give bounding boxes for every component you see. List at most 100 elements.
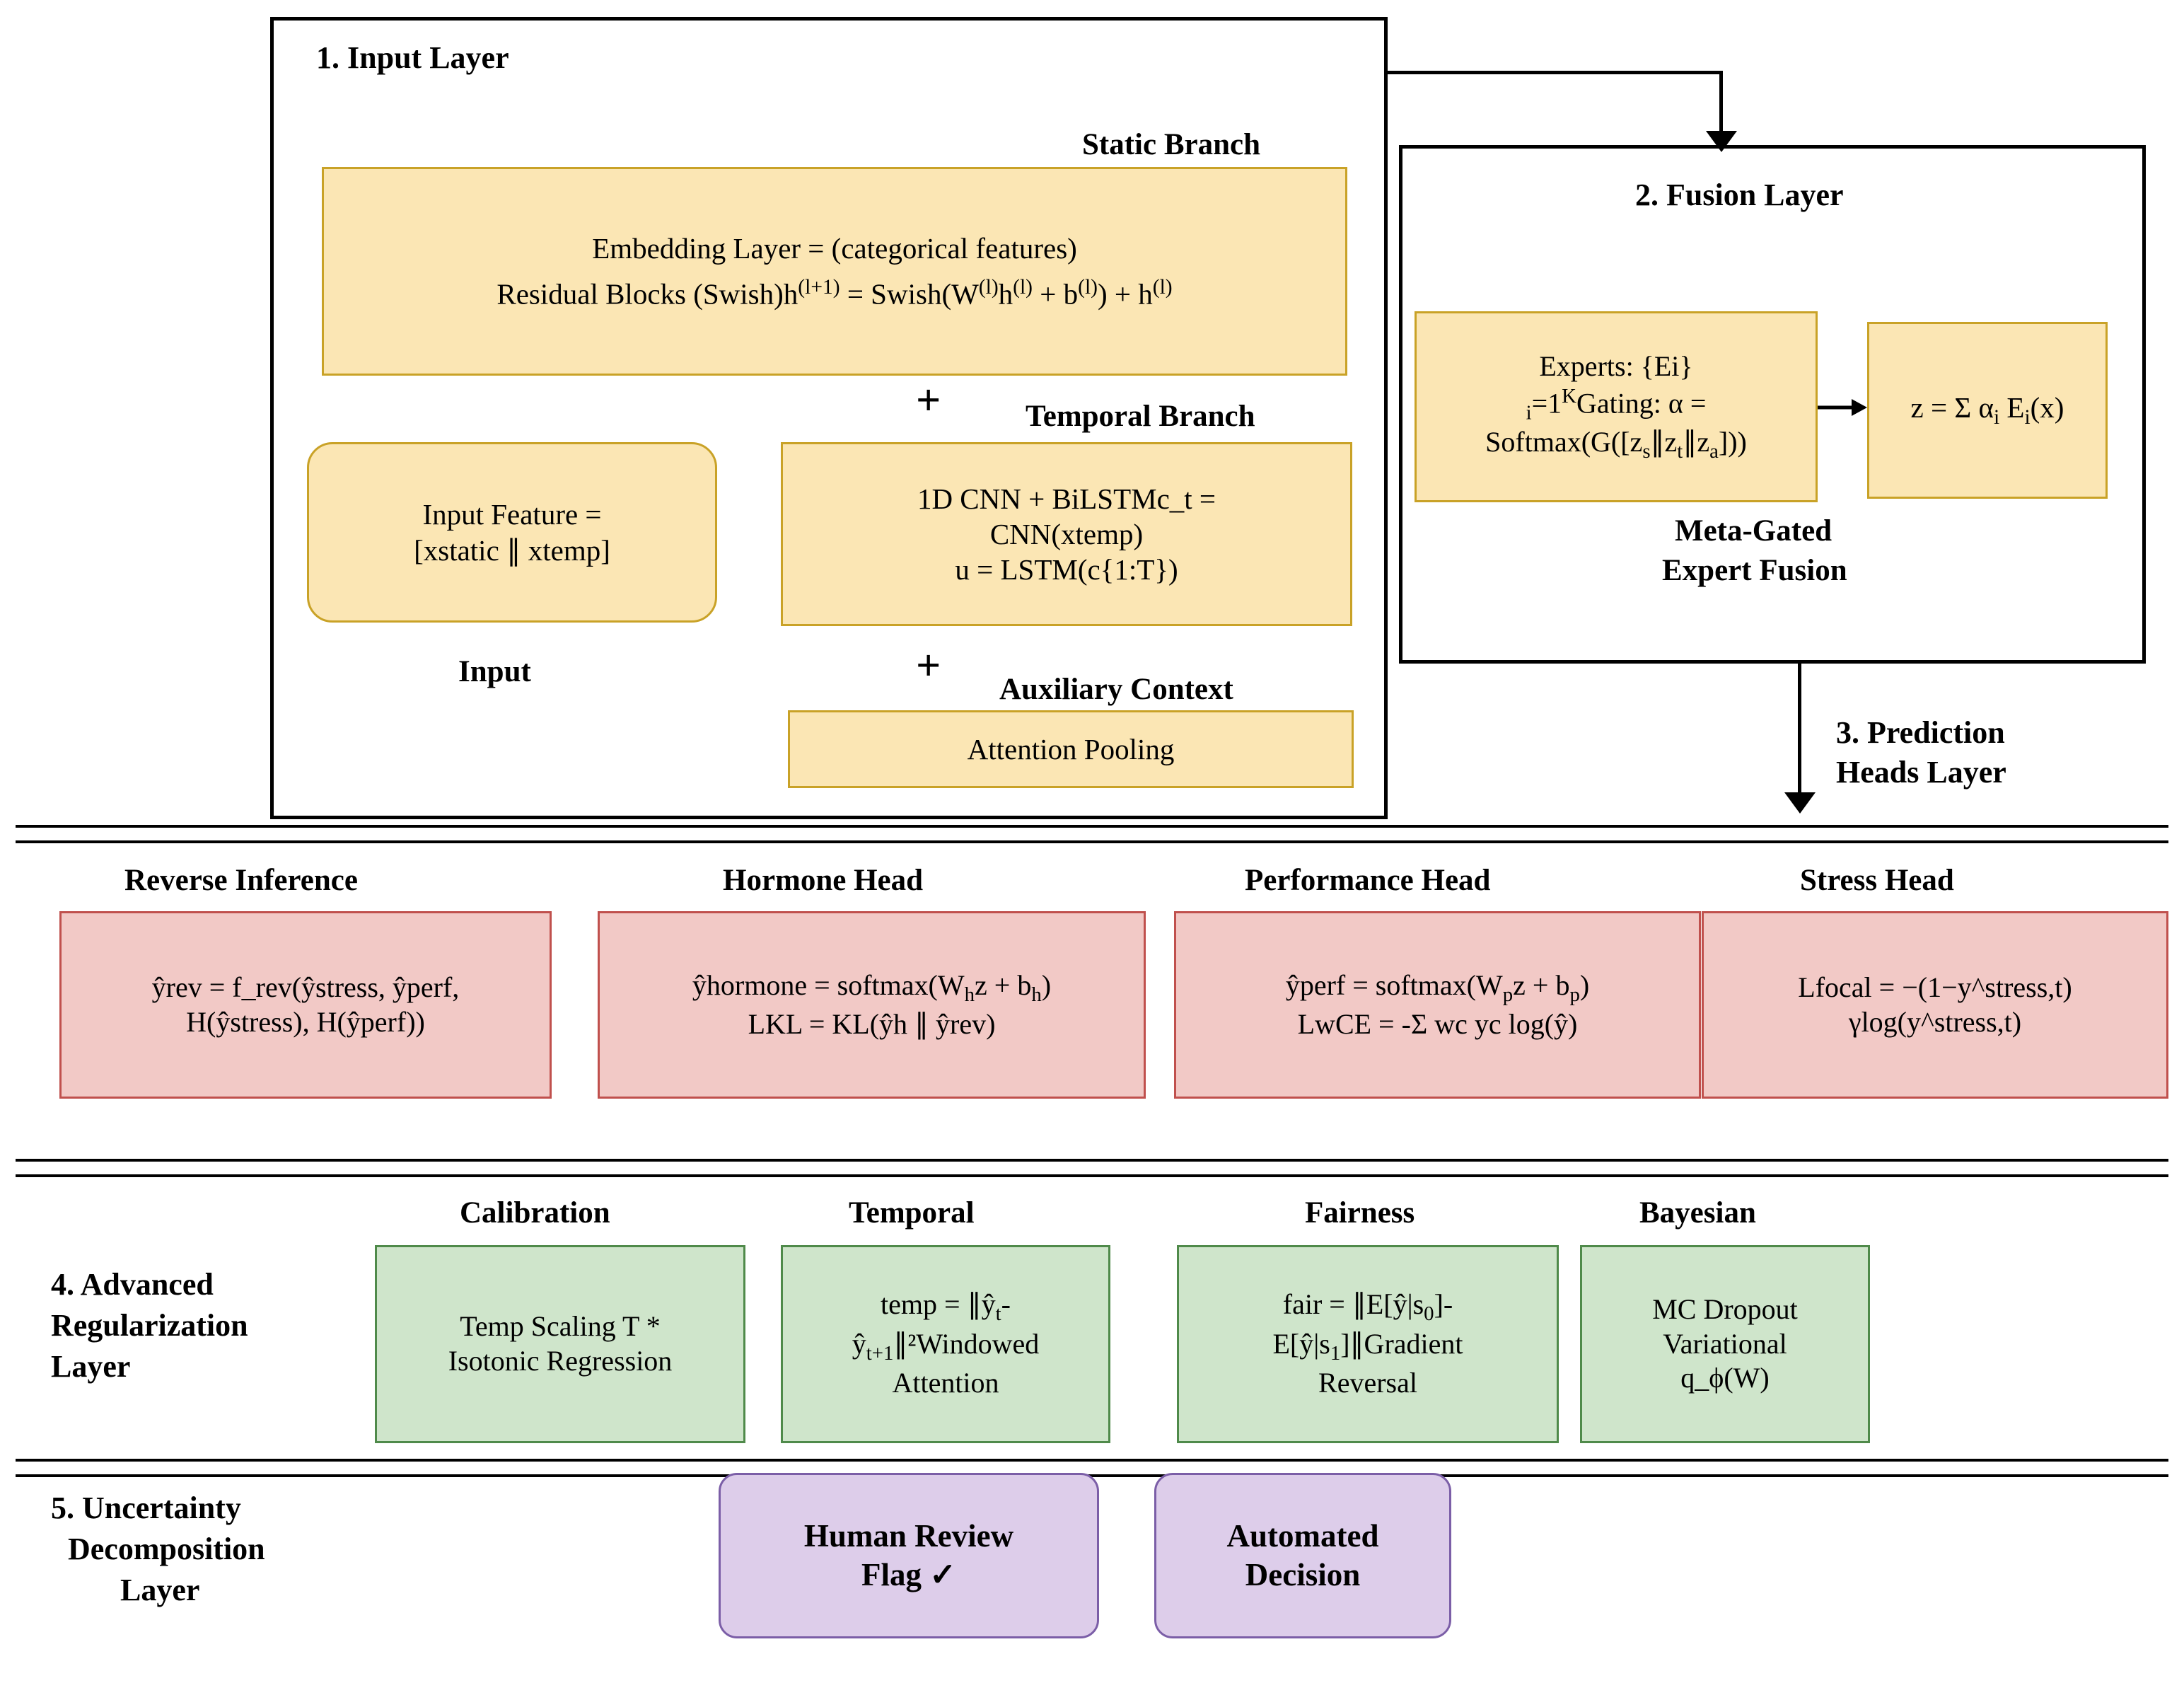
- temporal-reg-line2: ŷt+1∥²Windowed: [852, 1327, 1040, 1366]
- performance-line1-b: z + b: [1513, 968, 1570, 1001]
- experts-line3-sub3: a: [1709, 440, 1719, 463]
- auxiliary-context-label: Auxiliary Context: [999, 673, 1233, 706]
- reg-label-calibration: Calibration: [460, 1196, 610, 1230]
- stress-line2: γlog(y^stress,t): [1848, 1005, 2022, 1038]
- experts-line2-sub: i: [1526, 400, 1532, 424]
- experts-line2-a: =1: [1531, 386, 1562, 419]
- static-branch-line1: Embedding Layer = (categorical features): [592, 232, 1077, 265]
- human-review-line1: Human Review: [803, 1518, 1014, 1554]
- temporal-reg-line1-b: -: [1001, 1288, 1011, 1321]
- static-line2-sup2: (l): [978, 276, 999, 299]
- uncertainty-title-line3: Layer: [120, 1573, 200, 1607]
- experts-line3-d: ])): [1718, 426, 1747, 458]
- automated-decision-line1: Automated: [1226, 1518, 1379, 1554]
- divider-heads-top-1: [16, 825, 2168, 828]
- experts-gating-box: Experts: {Ei} i=1KGating: α = Softmax(G(…: [1415, 311, 1818, 502]
- temporal-reg-line1-sub: t: [995, 1302, 1001, 1326]
- hormone-line2: LKL = KL(ŷh ∥ ŷrev): [748, 1007, 996, 1040]
- fairness-line1-a: fair = ∥E[ŷ|s: [1282, 1288, 1424, 1321]
- automated-decision-line2: Decision: [1245, 1557, 1361, 1592]
- fusion-layer-title: 2. Fusion Layer: [1635, 178, 1844, 212]
- fairness-line3: Reversal: [1318, 1366, 1417, 1399]
- divider-reg-top-1: [16, 1159, 2168, 1162]
- prediction-heads-title-line2: Heads Layer: [1836, 755, 2006, 790]
- z-box-sub: i: [1993, 406, 2000, 429]
- input-layer-container: [270, 17, 1388, 819]
- regularization-title-line3: Layer: [51, 1349, 131, 1384]
- fairness-line2-sub: 1: [1330, 1341, 1341, 1365]
- fairness-line1-b: ]-: [1434, 1288, 1453, 1321]
- input-feature-box: Input Feature = [xstatic ∥ xtemp]: [307, 442, 717, 623]
- static-branch-label: Static Branch: [1082, 128, 1261, 161]
- experts-line3-sub2: t: [1677, 440, 1683, 463]
- human-review-line2: Flag ✓: [861, 1557, 956, 1592]
- hormone-line1-a: ŷhormone = softmax(W: [692, 968, 965, 1001]
- hormone-line1-sub1: h: [964, 983, 975, 1006]
- fusion-output-text: z = Σ αi Ei(x): [1911, 390, 2064, 430]
- experts-line3-a: Softmax(G([z: [1485, 426, 1643, 458]
- divider-uncertainty-top-2: [16, 1474, 2168, 1477]
- temporal-reg-line2-a: ŷ: [852, 1327, 866, 1360]
- static-line2-sup4: (l): [1078, 276, 1098, 299]
- human-review-flag-button[interactable]: Human Review Flag ✓: [719, 1473, 1099, 1638]
- z-box-b: E: [1999, 391, 2025, 424]
- reg-box-calibration: Temp Scaling T * Isotonic Regression: [375, 1245, 745, 1443]
- reg-label-bayesian: Bayesian: [1639, 1196, 1756, 1230]
- head-label-reverse-inference: Reverse Inference: [124, 864, 358, 897]
- fairness-line1-sub: 0: [1424, 1302, 1434, 1326]
- fusion-output-box: z = Σ αi Ei(x): [1867, 322, 2108, 499]
- connector-input-to-fusion-vertical: [1719, 71, 1723, 136]
- temporal-reg-line3: Attention: [892, 1366, 999, 1399]
- static-line2-c: h: [998, 277, 1013, 311]
- experts-line3-c: ∥z: [1683, 426, 1710, 458]
- experts-line1: Experts: {Ei}: [1539, 349, 1693, 382]
- regularization-title-line2: Regularization: [51, 1308, 248, 1343]
- bayesian-line2: Variational: [1663, 1327, 1787, 1360]
- static-line2-sup5: (l): [1152, 276, 1173, 299]
- hormone-line1-b: z + b: [975, 968, 1032, 1001]
- static-line2-sup3: (l): [1013, 276, 1033, 299]
- fusion-caption-line1: Meta-Gated: [1675, 514, 1832, 548]
- fairness-line1: fair = ∥E[ŷ|s0]-: [1283, 1288, 1453, 1326]
- connector-fusion-to-heads-line: [1798, 664, 1801, 797]
- z-box-c: (x): [2030, 391, 2064, 424]
- fairness-line2-a: E[ŷ|s: [1272, 1327, 1330, 1360]
- z-box-a: z = Σ α: [1910, 391, 1994, 424]
- divider-heads-top-2: [16, 840, 2168, 843]
- experts-line3-sub1: s: [1642, 440, 1651, 463]
- hormone-line1-c: ): [1041, 968, 1052, 1001]
- temporal-reg-line2-sub: t+1: [866, 1341, 894, 1365]
- reg-box-bayesian: MC Dropout Variational q_ϕ(W): [1580, 1245, 1870, 1443]
- input-feature-line1: Input Feature =: [422, 498, 602, 531]
- calibration-line1: Temp Scaling T *: [460, 1310, 661, 1343]
- bayesian-line1: MC Dropout: [1652, 1292, 1798, 1325]
- prediction-heads-title-line1: 3. Prediction: [1836, 715, 2005, 750]
- experts-line2-b: Gating: α =: [1576, 386, 1707, 419]
- temporal-line1: 1D CNN + BiLSTMc_t =: [917, 482, 1216, 515]
- hormone-line1-sub2: h: [1031, 983, 1042, 1006]
- static-line2-e: ) + h: [1098, 277, 1153, 311]
- temporal-line2: CNN(xtemp): [989, 517, 1144, 550]
- temporal-line3: u = LSTM(c{1:T}): [955, 553, 1178, 586]
- fusion-layer-container: [1399, 145, 2146, 664]
- fairness-line2-b: ]∥Gradient: [1340, 1327, 1463, 1360]
- head-label-hormone: Hormone Head: [723, 864, 924, 897]
- experts-line3: Softmax(G([zs∥zt∥za])): [1485, 425, 1747, 464]
- reg-box-temporal: temp = ∥ŷt- ŷt+1∥²Windowed Attention: [781, 1245, 1110, 1443]
- plus-sign-auxiliary: +: [916, 642, 941, 690]
- static-branch-line2: Residual Blocks (Swish)h(l+1) = Swish(W(…: [496, 274, 1172, 312]
- reg-label-temporal: Temporal: [849, 1196, 975, 1230]
- attention-pooling-box: Attention Pooling: [788, 710, 1354, 788]
- experts-line3-b: ∥z: [1650, 426, 1678, 458]
- hormone-line1: ŷhormone = softmax(Whz + bh): [692, 968, 1051, 1007]
- temporal-reg-line2-b: ∥²Windowed: [893, 1327, 1040, 1360]
- performance-line1-sub1: p: [1502, 983, 1514, 1006]
- experts-line2-sup: K: [1562, 384, 1576, 407]
- regularization-title-line1: 4. Advanced: [51, 1267, 214, 1302]
- static-line2-d: + b: [1033, 277, 1079, 311]
- fusion-caption-line2: Expert Fusion: [1662, 554, 1847, 587]
- automated-decision-button[interactable]: Automated Decision: [1154, 1473, 1451, 1638]
- static-branch-box: Embedding Layer = (categorical features)…: [322, 167, 1347, 376]
- uncertainty-title-line2: Decomposition: [68, 1532, 265, 1566]
